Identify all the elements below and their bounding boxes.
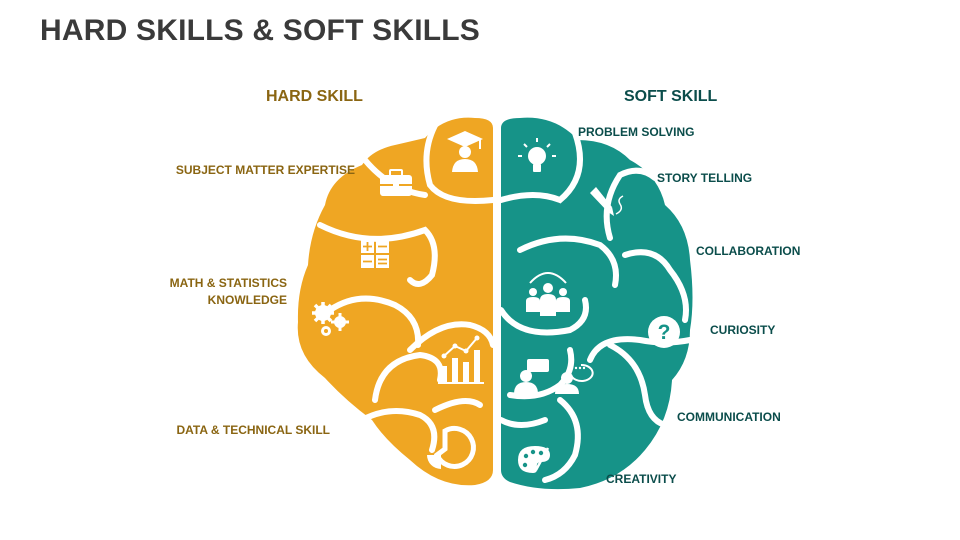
label-subject-matter-expertise: SUBJECT MATTER EXPERTISE — [175, 163, 355, 177]
left-hemisphere-shape — [297, 117, 493, 486]
label-collaboration: COLLABORATION — [696, 244, 801, 258]
pen-icon — [590, 187, 624, 216]
label-curiosity: CURIOSITY — [710, 323, 776, 337]
label-problem-solving: PROBLEM SOLVING — [578, 125, 695, 139]
palette-icon — [518, 446, 550, 473]
briefcase-icon — [380, 169, 412, 196]
graduate-icon — [447, 131, 483, 172]
chat-icon — [514, 359, 594, 394]
svg-text:?: ? — [658, 321, 671, 344]
page-title: HARD SKILLS & SOFT SKILLS — [40, 14, 480, 47]
label-data-technical-skill: DATA & TECHNICAL SKILL — [176, 423, 330, 437]
team-icon — [526, 272, 570, 316]
right-hemisphere — [498, 117, 693, 490]
label-math-line2: KNOWLEDGE — [207, 293, 287, 307]
soft-skill-heading: SOFT SKILL — [624, 88, 718, 105]
label-story-telling: STORY TELLING — [657, 171, 753, 185]
gears-icon — [312, 302, 349, 336]
pie-chart-icon — [427, 425, 476, 469]
hard-skill-heading: HARD SKILL — [266, 88, 363, 105]
calculator-icon — [361, 240, 389, 268]
label-math-statistics-knowledge: MATH & STATISTICS KNOWLEDGE — [170, 275, 287, 309]
label-communication: COMMUNICATION — [677, 410, 781, 424]
label-math-line1: MATH & STATISTICS — [169, 276, 287, 290]
question-icon: ? — [648, 316, 680, 348]
label-creativity: CREATIVITY — [606, 472, 677, 486]
left-hemisphere — [297, 117, 496, 486]
lightbulb-icon — [518, 138, 556, 172]
bar-chart-icon — [438, 335, 484, 384]
